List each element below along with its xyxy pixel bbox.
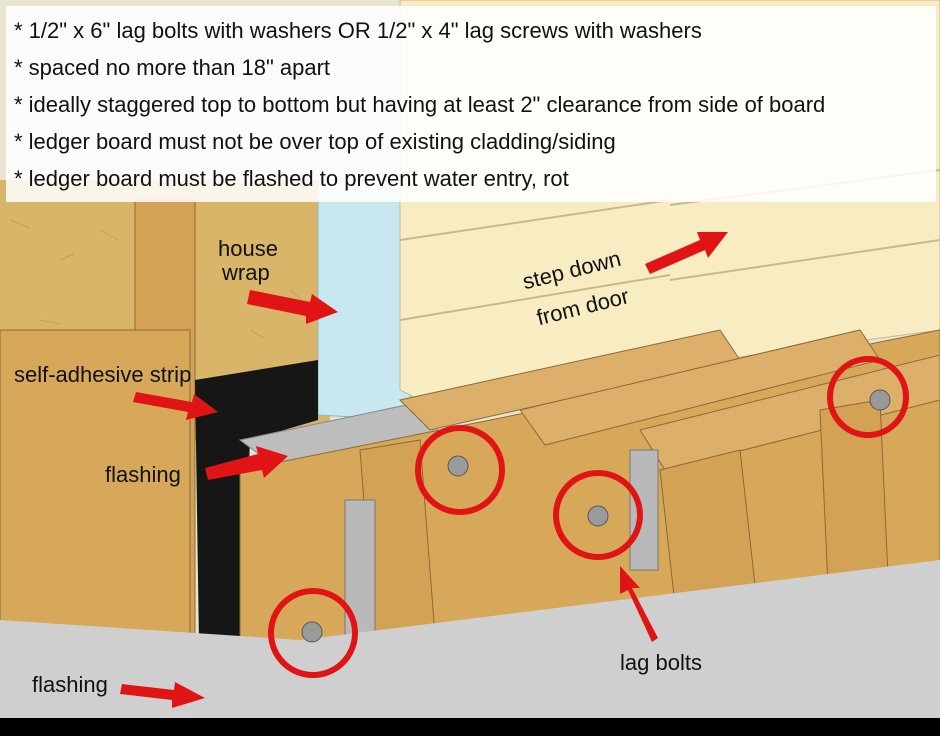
lag-bolt-heads	[301, 389, 891, 643]
arrows	[120, 232, 728, 708]
arrow-lag-bolts	[620, 566, 658, 642]
label-lag-bolts: lag bolts	[620, 650, 702, 675]
note-4: * ledger board must not be over top of e…	[14, 129, 616, 154]
label-wrap: wrap	[222, 260, 270, 285]
concrete-foundation	[0, 560, 940, 720]
lag-bolt-1	[301, 621, 323, 643]
label-self-adhesive-strip: self-adhesive strip	[14, 362, 192, 387]
note-1: * 1/2" x 6" lag bolts with washers OR 1/…	[14, 18, 702, 43]
joist-hanger-2	[629, 449, 659, 571]
note-2: * spaced no more than 18" apart	[14, 55, 331, 80]
arrow-step-down	[645, 232, 728, 274]
label-house: house	[218, 236, 278, 261]
arrow-flashing-mid	[205, 446, 288, 480]
label-flashing-mid: flashing	[105, 462, 181, 487]
lag-bolt-2	[447, 455, 469, 477]
arrow-self-adhesive	[133, 392, 218, 420]
bottom-bar	[0, 718, 940, 736]
house-wrap	[317, 179, 411, 421]
note-3: * ideally staggered top to bottom but ha…	[14, 92, 826, 117]
notes-panel: * 1/2" x 6" lag bolts with washers OR 1/…	[6, 6, 936, 202]
highlight-circles	[268, 356, 909, 678]
label-flashing-low: flashing	[32, 672, 108, 697]
lag-bolt-4	[869, 389, 891, 411]
membrane	[195, 360, 318, 710]
arrow-flashing-low	[120, 682, 205, 708]
lag-bolt-3	[587, 505, 609, 527]
rim-wall	[0, 329, 191, 661]
note-5: * ledger board must be flashed to preven…	[14, 166, 569, 191]
arrow-house-wrap	[247, 290, 338, 324]
